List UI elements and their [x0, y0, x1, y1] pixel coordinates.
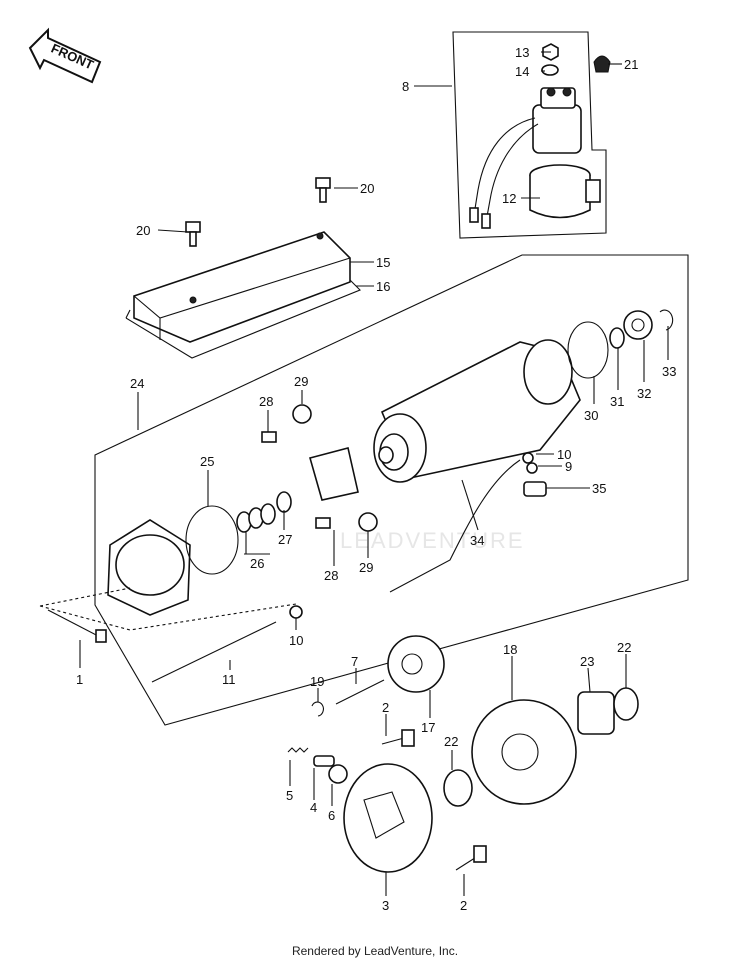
mounting-bolt [47, 609, 107, 643]
idler-gear [387, 635, 445, 693]
callout-5: 5 [286, 788, 293, 803]
relay-cover [529, 164, 601, 219]
starter-cover [133, 231, 351, 343]
callout-labels: 13 14 21 8 12 20 20 15 16 24 29 28 25 27… [76, 45, 676, 913]
starter-clutch-gear [471, 699, 577, 805]
starter-relay [469, 87, 582, 229]
brush [315, 517, 331, 529]
terminal-bolt [523, 481, 547, 497]
idler-shaft [335, 679, 385, 705]
callout-22b: 22 [444, 734, 458, 749]
callout-9: 9 [565, 459, 572, 474]
o-ring [567, 321, 609, 379]
shim-washer [609, 327, 625, 349]
callout-16: 16 [376, 279, 390, 294]
callout-26: 26 [250, 556, 264, 571]
callout-28b: 28 [324, 568, 338, 583]
needle-bearing [577, 691, 615, 735]
callout-21: 21 [624, 57, 638, 72]
brush-spring [358, 512, 378, 532]
roller [328, 764, 348, 784]
callout-6: 6 [328, 808, 335, 823]
watermark-text: LEADVENTURE [340, 528, 525, 553]
callout-11: 11 [222, 672, 236, 687]
relay-group-outline [452, 31, 607, 239]
brush-spring [292, 404, 312, 424]
callout-14: 14 [515, 64, 529, 79]
clutch-bolt [381, 729, 415, 747]
callout-7: 7 [351, 654, 358, 669]
end-cover-o-ring [185, 505, 239, 575]
relay-washer [541, 64, 559, 76]
through-bolt [151, 621, 277, 683]
callout-3: 3 [382, 898, 389, 913]
circlip [659, 309, 674, 331]
cover-gasket [125, 279, 361, 359]
brush-holder [309, 447, 359, 501]
callout-29a: 29 [294, 374, 308, 389]
callout-27: 27 [278, 532, 292, 547]
callout-23: 23 [580, 654, 594, 669]
one-way-clutch [343, 763, 433, 873]
shim-washers [236, 491, 292, 533]
callout-33: 33 [662, 364, 676, 379]
spring [287, 747, 309, 753]
clutch-bolt [455, 845, 487, 871]
callout-18: 18 [503, 642, 517, 657]
callout-20a: 20 [360, 181, 374, 196]
callout-4: 4 [310, 800, 317, 815]
callout-10a: 10 [557, 447, 571, 462]
callout-2b: 2 [460, 898, 467, 913]
plunger [313, 755, 335, 767]
cover-bolt [185, 221, 201, 247]
callout-32: 32 [637, 386, 651, 401]
relay-cap [593, 55, 611, 73]
callout-8: 8 [402, 79, 409, 94]
front-arrow-icon [28, 27, 102, 84]
end-cover-nut [289, 605, 303, 619]
brush [261, 431, 277, 443]
callout-20b: 20 [136, 223, 150, 238]
callout-31: 31 [610, 394, 624, 409]
lead-wire [389, 459, 521, 593]
terminal-nut [522, 452, 538, 474]
footer-credit: Rendered by LeadVenture, Inc. [291, 944, 459, 958]
circlip [311, 701, 324, 717]
callout-1: 1 [76, 672, 83, 687]
starter-motor-body [373, 339, 581, 483]
callout-25: 25 [200, 454, 214, 469]
callout-22a: 22 [617, 640, 631, 655]
callout-12: 12 [502, 191, 516, 206]
callout-13: 13 [515, 45, 529, 60]
washer [443, 769, 473, 807]
callout-29b: 29 [359, 560, 373, 575]
leader-lines [79, 51, 669, 896]
callout-19: 19 [310, 674, 324, 689]
rear-end-cover [107, 519, 191, 616]
washer [613, 687, 639, 721]
callout-35: 35 [592, 481, 606, 496]
callout-30: 30 [584, 408, 598, 423]
callout-24: 24 [130, 376, 144, 391]
callout-17: 17 [421, 720, 435, 735]
callout-15: 15 [376, 255, 390, 270]
cover-bolt [315, 177, 331, 203]
callout-34: 34 [470, 533, 484, 548]
starter-motor-group-outline [94, 254, 689, 726]
callout-2a: 2 [382, 700, 389, 715]
callout-28a: 28 [259, 394, 273, 409]
callout-10b: 10 [289, 633, 303, 648]
pinion-gear [623, 310, 653, 340]
